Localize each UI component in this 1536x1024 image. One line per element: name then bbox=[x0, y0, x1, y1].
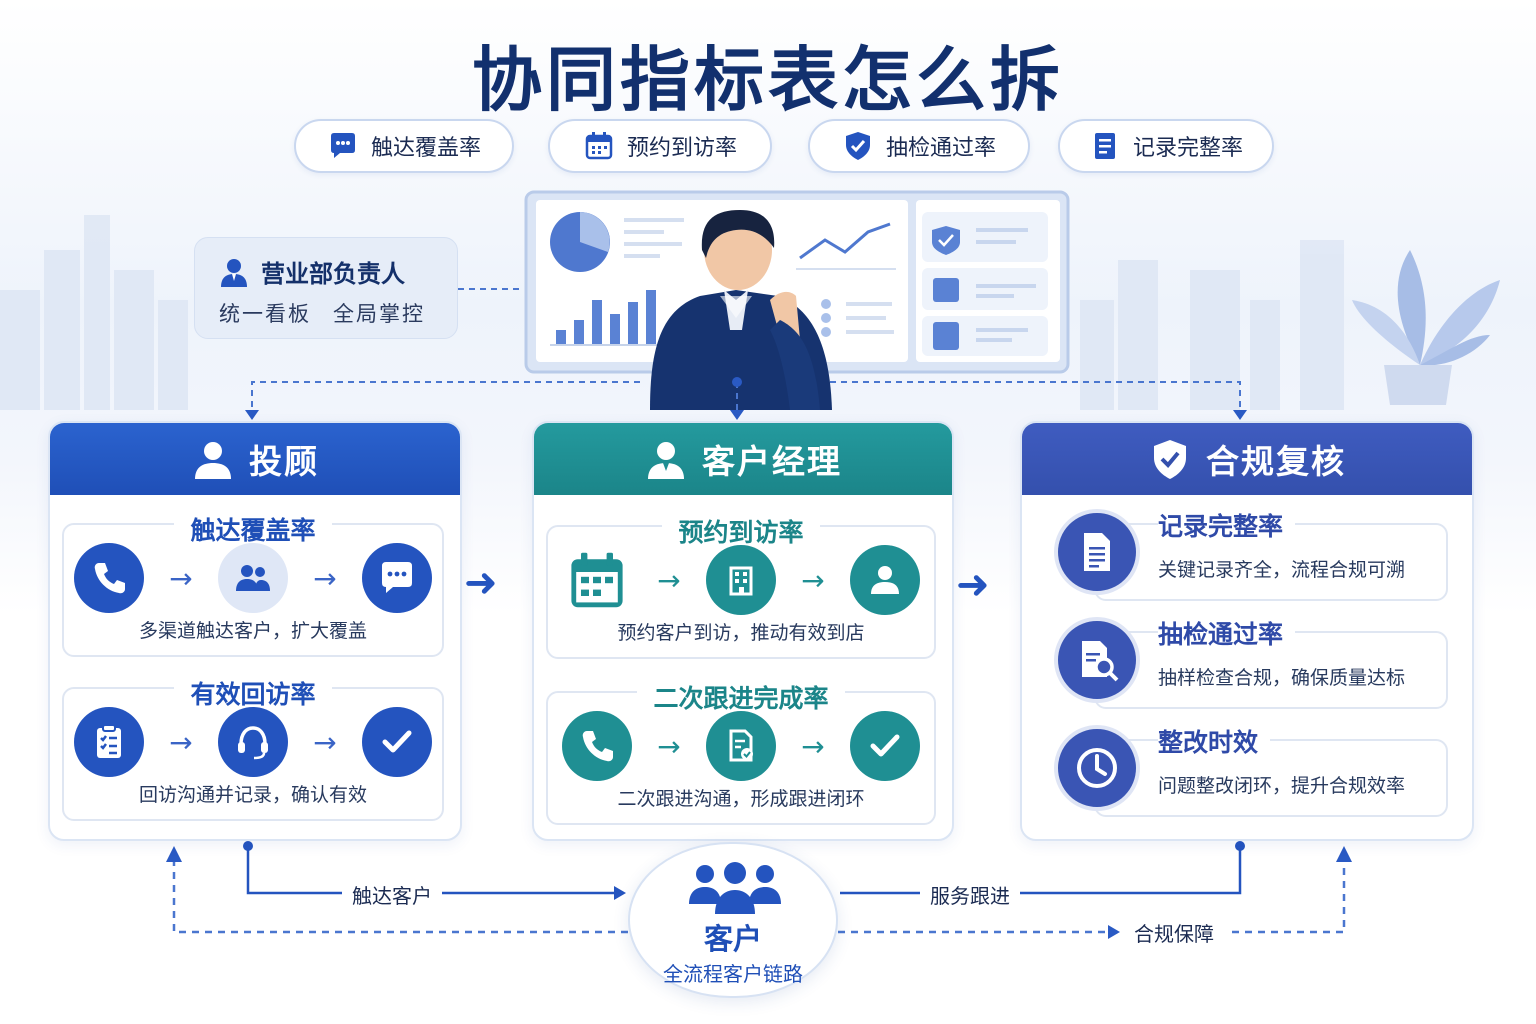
branch-lead-card: 营业部负责人 统一看板全局掌控 bbox=[194, 237, 458, 339]
plant-decoration bbox=[1352, 250, 1500, 405]
customer-title: 客户 bbox=[703, 922, 762, 956]
pill-label: 记录完整率 bbox=[1132, 136, 1243, 161]
document-icon bbox=[1094, 133, 1115, 159]
arrow-right-icon: → bbox=[313, 725, 337, 759]
pill-label: 预约到访率 bbox=[626, 136, 737, 161]
lead-subtitle: 统一看板全局掌控 bbox=[219, 298, 425, 328]
clock-icon bbox=[1054, 725, 1140, 811]
block-description: 预约客户到访，推动有效到店 bbox=[617, 622, 865, 644]
compliance-item-title: 整改时效 bbox=[1158, 723, 1271, 759]
advisor-block-callback: 有效回访率 → → 回访沟通并记录，确认有效 bbox=[62, 680, 444, 821]
compliance-item-desc: 抽样检查合规，确保质量达标 bbox=[1158, 667, 1406, 689]
compliance-item-records: 记录完整率 关键记录齐全，流程合规可溯 bbox=[1054, 507, 1448, 605]
page-title: 协同指标表怎么拆 bbox=[472, 39, 1064, 121]
column-manager-title: 客户经理 bbox=[702, 442, 842, 481]
document-search-icon bbox=[1054, 617, 1140, 703]
lead-sub-dashboard: 统一看板 bbox=[219, 302, 311, 326]
column-manager-header: 客户经理 bbox=[534, 423, 952, 495]
compliance-item-rectification: 整改时效 问题整改闭环，提升合规效率 bbox=[1054, 723, 1448, 821]
arrow-right-icon: → bbox=[801, 563, 825, 597]
arrow-right-icon: → bbox=[657, 563, 681, 597]
block-title: 二次跟进完成率 bbox=[637, 684, 845, 713]
manager-person bbox=[650, 210, 832, 410]
column-advisor-title: 投顾 bbox=[249, 442, 319, 481]
flow-label-service: 服务跟进 bbox=[920, 880, 1020, 909]
user-icon bbox=[195, 442, 231, 479]
pill-inspection-pass: 抽检通过率 bbox=[808, 119, 1030, 173]
arrow-right-icon: ➜ bbox=[464, 560, 498, 606]
block-description: 多渠道触达客户，扩大覆盖 bbox=[138, 620, 367, 642]
calendar-icon bbox=[585, 132, 613, 160]
document-icon bbox=[1054, 509, 1140, 595]
arrow-right-icon: → bbox=[313, 561, 337, 595]
phone-icon bbox=[562, 711, 632, 781]
compliance-item-desc: 问题整改闭环，提升合规效率 bbox=[1158, 775, 1406, 797]
column-compliance-title: 合规复核 bbox=[1206, 442, 1346, 481]
clipboard-icon bbox=[74, 707, 144, 777]
column-compliance-header: 合规复核 bbox=[1022, 423, 1472, 495]
user-icon bbox=[648, 442, 684, 479]
pill-reach-coverage: 触达覆盖率 bbox=[294, 119, 514, 173]
headset-icon bbox=[218, 707, 288, 777]
pill-label: 抽检通过率 bbox=[885, 136, 996, 161]
check-icon bbox=[850, 711, 920, 781]
block-title: 触达覆盖率 bbox=[174, 516, 332, 545]
column-advisor-header: 投顾 bbox=[50, 423, 460, 495]
arrow-right-icon: → bbox=[169, 725, 193, 759]
column-manager: 客户经理 预约到访率 → → 预约客户到访，推动有效到店 二次跟进完成率 → →… bbox=[532, 421, 954, 841]
lead-title: 营业部负责人 bbox=[217, 254, 405, 289]
chat-bubble-icon bbox=[362, 543, 432, 613]
customer-hub: 客户 全流程客户链路 bbox=[628, 842, 838, 998]
block-title: 有效回访率 bbox=[174, 680, 332, 709]
users-icon bbox=[218, 543, 288, 613]
arrow-right-icon: → bbox=[801, 729, 825, 763]
advisor-block-reach: 触达覆盖率 → → 多渠道触达客户，扩大覆盖 bbox=[62, 516, 444, 657]
column-compliance: 合规复核 记录完整率 关键记录齐全，流程合规可溯 抽检通过率 抽样检查合规，确保… bbox=[1020, 421, 1474, 841]
customer-subtitle: 全流程客户链路 bbox=[663, 962, 803, 986]
pill-record-completeness: 记录完整率 bbox=[1058, 119, 1274, 173]
lead-sub-control: 全局掌控 bbox=[333, 302, 425, 326]
compliance-item-title: 记录完整率 bbox=[1158, 507, 1296, 543]
arrow-right-icon: ➜ bbox=[956, 562, 990, 608]
phone-icon bbox=[74, 543, 144, 613]
compliance-item-title: 抽检通过率 bbox=[1158, 615, 1296, 651]
flow-label-compliance: 合规保障 bbox=[1124, 918, 1224, 947]
city-skyline-left bbox=[0, 215, 188, 410]
arrow-right-icon: → bbox=[657, 729, 681, 763]
chat-bubble-icon bbox=[330, 133, 355, 158]
block-description: 回访沟通并记录，确认有效 bbox=[138, 784, 367, 806]
users-icon bbox=[689, 862, 781, 914]
calendar-icon bbox=[562, 545, 632, 615]
pill-label: 触达覆盖率 bbox=[370, 136, 481, 161]
document-check-icon bbox=[706, 711, 776, 781]
block-title: 预约到访率 bbox=[662, 518, 820, 547]
check-icon bbox=[362, 707, 432, 777]
block-description: 二次跟进沟通，形成跟进闭环 bbox=[617, 788, 865, 810]
building-icon bbox=[706, 545, 776, 615]
bottom-dashed-flow bbox=[172, 856, 1346, 934]
manager-block-appointment: 预约到访率 → → 预约客户到访，推动有效到店 bbox=[546, 518, 936, 659]
arrow-right-icon: → bbox=[169, 561, 193, 595]
city-skyline-right bbox=[1080, 240, 1344, 410]
shield-check-icon bbox=[845, 132, 870, 160]
flow-label-reach: 触达客户 bbox=[342, 880, 442, 909]
shield-check-icon bbox=[1154, 440, 1186, 479]
pill-appointment-visit: 预约到访率 bbox=[548, 119, 772, 173]
compliance-item-inspection: 抽检通过率 抽样检查合规，确保质量达标 bbox=[1054, 615, 1448, 713]
manager-block-followup: 二次跟进完成率 → → 二次跟进沟通，形成跟进闭环 bbox=[546, 684, 936, 825]
user-icon bbox=[221, 258, 247, 287]
lead-title-text: 营业部负责人 bbox=[261, 260, 405, 288]
user-icon bbox=[850, 545, 920, 615]
column-advisor: 投顾 触达覆盖率 → → 多渠道触达客户，扩大覆盖 有效回访率 → → 回访沟通… bbox=[48, 421, 462, 841]
compliance-item-desc: 关键记录齐全，流程合规可溯 bbox=[1158, 559, 1406, 581]
